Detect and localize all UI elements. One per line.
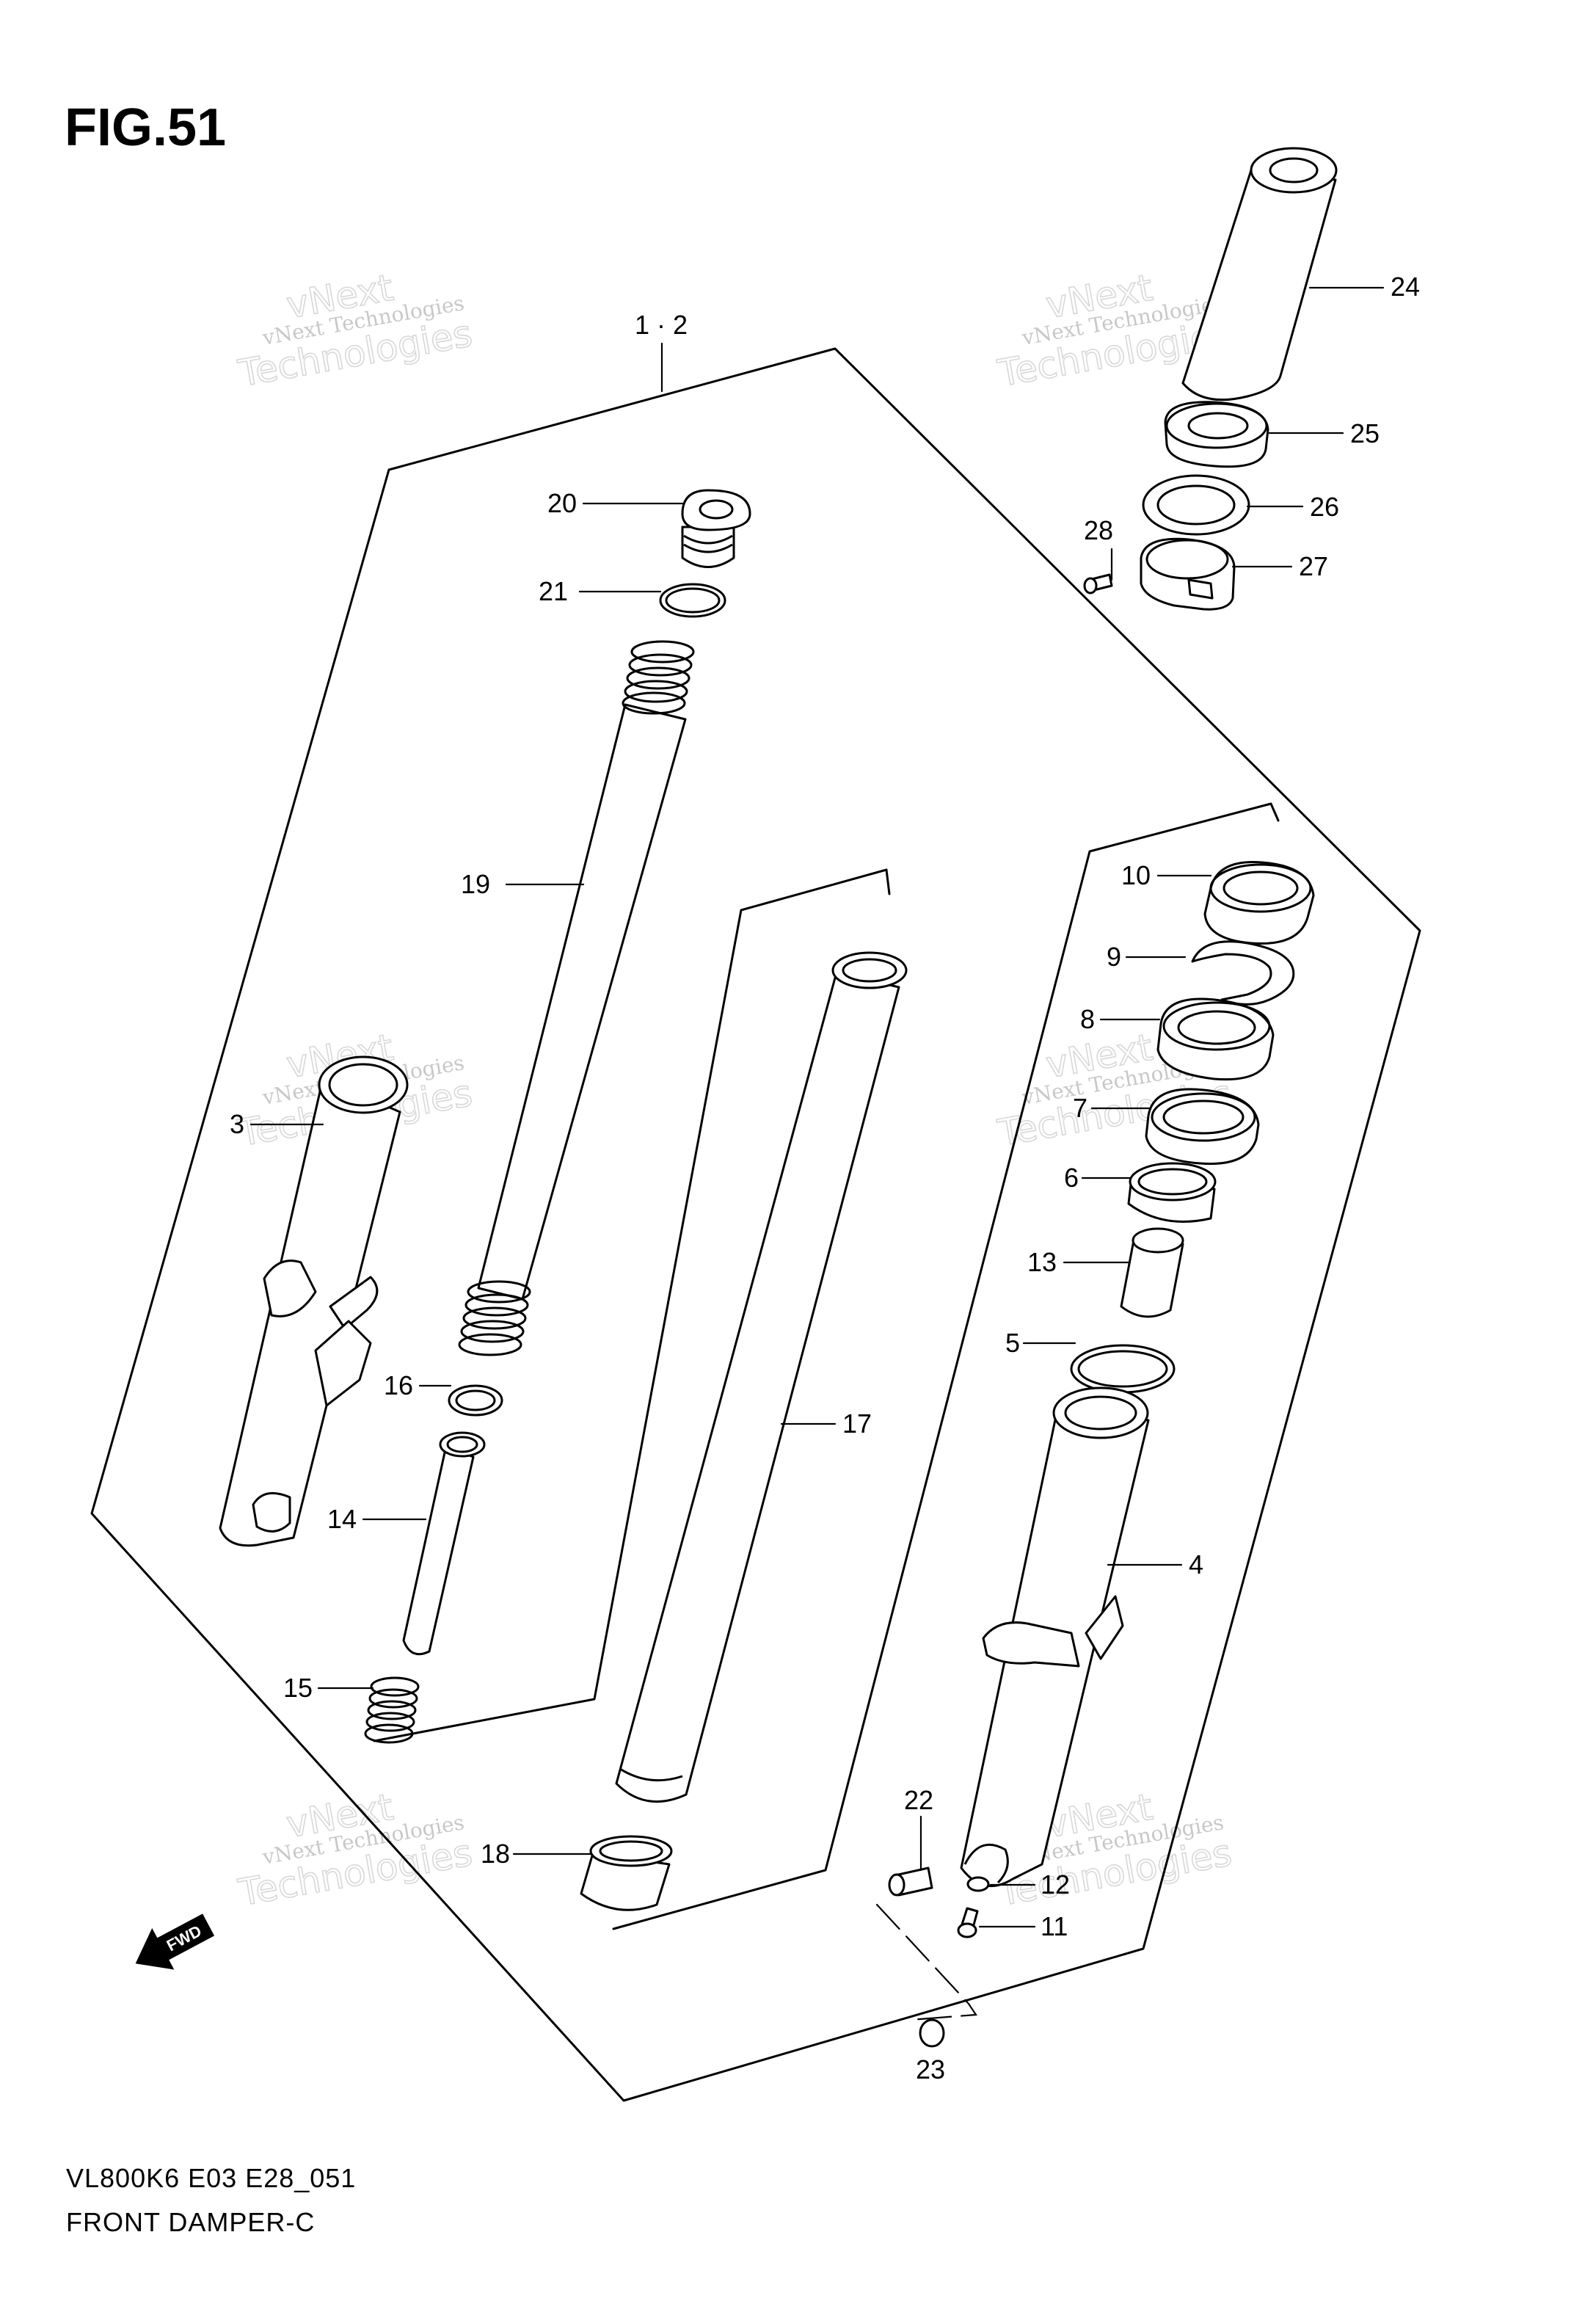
part-5-snap-ring — [1070, 1344, 1176, 1394]
part-14-damper-rod — [402, 1431, 486, 1656]
part-22-bolt — [888, 1866, 933, 1897]
part-28-screw — [1083, 573, 1113, 595]
callout-26: 26 — [1310, 492, 1339, 522]
part-8-oil-seal — [1156, 997, 1275, 1081]
callout-22: 22 — [904, 1785, 933, 1815]
callout-14: 14 — [327, 1504, 357, 1534]
callout-17: 17 — [842, 1408, 872, 1439]
callout-23: 23 — [916, 2054, 945, 2084]
assembly-outline-left — [373, 868, 891, 1742]
callout-4: 4 — [1189, 1549, 1203, 1579]
callout-12: 12 — [1041, 1869, 1070, 1900]
part-27-clamp — [1140, 537, 1236, 611]
part-13-oil-lock-piece — [1120, 1227, 1184, 1318]
part-11-bolt — [957, 1907, 979, 1938]
callout-18: 18 — [481, 1839, 510, 1869]
part-20-plug — [681, 489, 751, 568]
callout-20: 20 — [547, 488, 577, 518]
part-9-clip — [1191, 940, 1295, 1006]
part-21-o-ring — [659, 583, 726, 618]
part-25-nut — [1164, 401, 1269, 468]
part-12-washer — [966, 1876, 990, 1892]
callout-11: 11 — [1041, 1911, 1068, 1941]
figure-caption: FRONT DAMPER-C — [66, 2207, 315, 2237]
callout-numbers: 1 · 2 24 25 26 27 28 20 21 19 3 16 14 15… — [230, 272, 1420, 2084]
part-18-bushing — [580, 1835, 673, 1911]
part-19-spring-rod — [458, 640, 695, 1356]
callout-9: 9 — [1107, 942, 1121, 972]
callout-27: 27 — [1299, 551, 1328, 581]
assembly-outline-center — [612, 802, 1280, 1930]
callout-3: 3 — [230, 1109, 244, 1139]
callout-15: 15 — [283, 1673, 313, 1703]
callout-19: 19 — [461, 869, 490, 899]
callout-10: 10 — [1121, 860, 1151, 890]
part-7-washer — [1145, 1088, 1260, 1166]
leader-lines — [249, 286, 1385, 1928]
assembly-outline-main — [90, 347, 1421, 2102]
callout-6: 6 — [1064, 1163, 1079, 1193]
part-6-bushing — [1127, 1162, 1217, 1223]
callout-21: 21 — [539, 576, 568, 606]
callout-28: 28 — [1084, 515, 1113, 545]
callout-5: 5 — [1005, 1328, 1020, 1358]
part-10-dust-seal — [1203, 860, 1315, 945]
callout-25: 25 — [1350, 418, 1380, 448]
model-code: VL800K6 E03 E28_051 — [66, 2163, 356, 2193]
part-4-outer-tube-right — [960, 1386, 1150, 1888]
part-23-cap — [919, 2018, 945, 2048]
callout-1-2: 1 · 2 — [635, 310, 688, 340]
part-16-ring — [448, 1384, 503, 1417]
group-bracket-23 — [875, 1903, 977, 2021]
callout-16: 16 — [384, 1370, 413, 1400]
part-24-cap-tube — [1181, 147, 1338, 401]
fwd-arrow-icon: FWD — [135, 1913, 215, 1970]
part-17-inner-tube — [615, 951, 908, 1803]
part-26-washer — [1142, 474, 1250, 536]
callout-24: 24 — [1391, 272, 1420, 302]
callout-13: 13 — [1027, 1247, 1057, 1277]
part-15-small-spring — [364, 1676, 420, 1744]
callout-8: 8 — [1080, 1004, 1095, 1034]
callout-7: 7 — [1073, 1093, 1087, 1123]
figure-title: FIG.51 — [65, 98, 226, 157]
part-3-outer-tube-left — [219, 1055, 409, 1547]
